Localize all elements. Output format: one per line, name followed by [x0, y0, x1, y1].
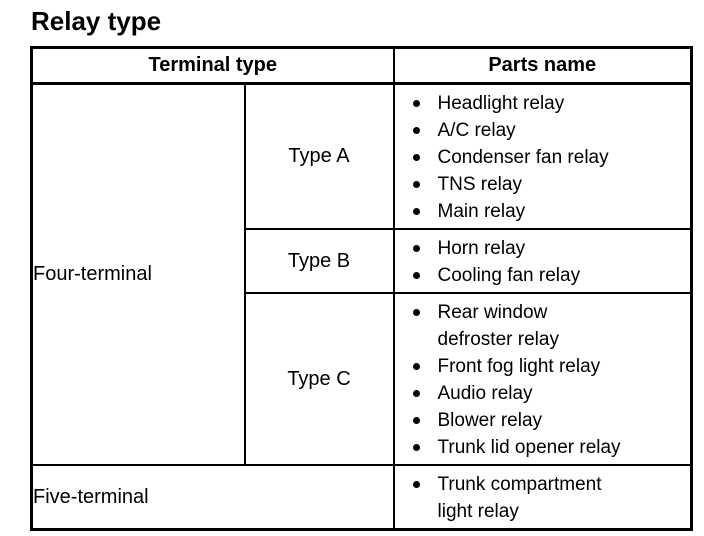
parts-item: Cooling fan relay: [412, 262, 687, 289]
table-row-type-b: Type B Horn relay Cooling fan relay: [32, 228, 693, 294]
parts-item: Trunk compartment light relay: [412, 471, 687, 525]
parts-list-type-c: Rear window defroster relay Front fog li…: [395, 294, 691, 464]
column-header-terminal-type: Terminal type: [30, 46, 395, 85]
parts-item: Main relay: [412, 198, 687, 225]
parts-item: Rear window defroster relay: [412, 299, 687, 353]
type-cell-a: Type A: [243, 82, 395, 230]
type-cell-b: Type B: [243, 228, 395, 294]
relay-type-table: Terminal type Parts name Four-terminal T…: [30, 46, 693, 531]
type-cell-c: Type C: [243, 292, 395, 466]
parts-item: Headlight relay: [412, 90, 687, 117]
parts-item: Trunk lid opener relay: [412, 434, 687, 461]
parts-cell-type-c: Rear window defroster relay Front fog li…: [392, 292, 693, 466]
terminal-cell-four-terminal: Four-terminal: [30, 82, 246, 466]
parts-item: A/C relay: [412, 117, 687, 144]
parts-cell-type-a: Headlight relay A/C relay Condenser fan …: [392, 82, 693, 230]
parts-item: TNS relay: [412, 171, 687, 198]
parts-item: Front fog light relay: [412, 353, 687, 380]
parts-list-type-a: Headlight relay A/C relay Condenser fan …: [395, 85, 691, 228]
table-row-type-a: Four-terminal Type A Headlight relay A/C…: [30, 82, 693, 466]
terminal-cell-five-terminal: Five-terminal: [30, 464, 395, 531]
table-header-row: Terminal type Parts name: [30, 46, 693, 85]
parts-list-five-terminal: Trunk compartment light relay: [395, 466, 691, 528]
column-header-parts-name: Parts name: [392, 46, 693, 85]
page-title: Relay type: [31, 6, 162, 36]
table-row-type-c: Type C Rear window defroster relay Front…: [32, 292, 693, 466]
parts-list-type-b: Horn relay Cooling fan relay: [395, 230, 691, 292]
parts-item: Condenser fan relay: [412, 144, 687, 171]
parts-item: Horn relay: [412, 235, 687, 262]
parts-item: Audio relay: [412, 380, 687, 407]
table-row-five-terminal: Five-terminal Trunk compartment light re…: [30, 464, 693, 531]
parts-cell-type-b: Horn relay Cooling fan relay: [392, 228, 693, 294]
parts-item: Blower relay: [412, 407, 687, 434]
parts-cell-five-terminal: Trunk compartment light relay: [392, 464, 693, 531]
